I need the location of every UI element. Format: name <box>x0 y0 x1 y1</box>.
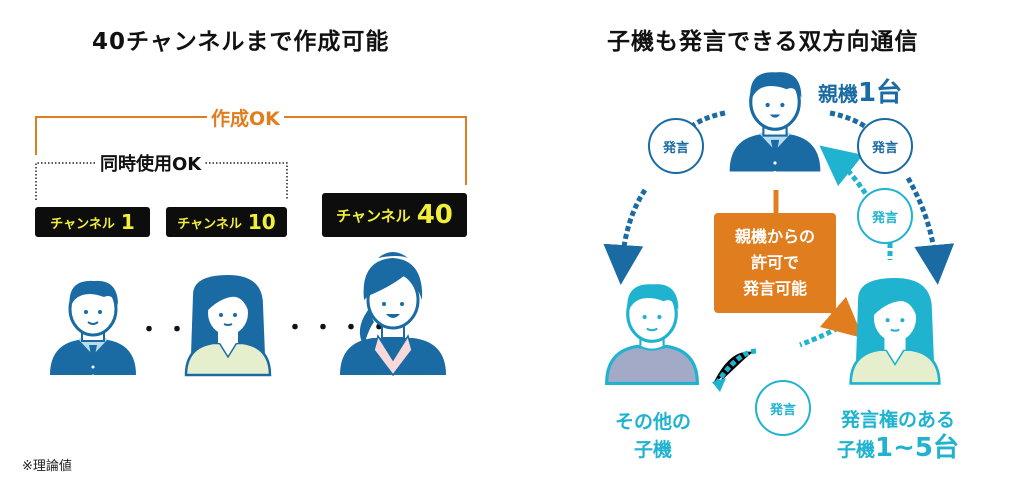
man-avatar <box>50 280 136 378</box>
channel-badge-number: 10 <box>247 210 276 234</box>
simultaneous-ok-label: 同時使用OK <box>96 150 206 176</box>
channel-badge-number: 40 <box>416 200 453 230</box>
permission-box: 親機からの 許可で 発言可能 <box>714 213 836 313</box>
right-title: 子機も発言できる双方向通信 <box>607 29 919 55</box>
arrow-speaking-child-to-parent <box>819 145 873 202</box>
left-title: 40チャンネルまで作成可能 <box>92 29 390 55</box>
other-children-line: その他の <box>614 411 691 433</box>
speak-bubble: 発言 <box>648 118 704 174</box>
channel-badge-10: チャンネル 10 <box>166 207 287 237</box>
speaking-children-line1: 発言権のある <box>840 409 955 431</box>
woman-ponytail-avatar <box>340 252 446 377</box>
permission-line: 発言可能 <box>742 279 807 298</box>
channel-badge-40: チャンネル 40 <box>322 193 467 237</box>
other-child-avatar <box>605 284 699 386</box>
permission-line: 許可で <box>750 253 799 272</box>
arrow-speaking-child-to-other-child <box>799 325 840 348</box>
channel-badge-label: チャンネル <box>336 206 411 225</box>
speak-bubble: 発言 <box>857 118 913 174</box>
channel-badge-label: チャンネル <box>177 216 242 232</box>
other-children-label: その他の 子機 <box>603 408 703 464</box>
parent-count: 1台 <box>858 78 903 108</box>
woman-long-hair-avatar <box>184 275 272 377</box>
other-children-line: 子機 <box>633 439 672 461</box>
channel-badge-label: チャンネル <box>50 216 115 232</box>
speak-bubble: 発言 <box>755 380 811 436</box>
speaking-children-prefix: 子機 <box>837 439 876 461</box>
permission-line: 親機からの <box>734 227 815 246</box>
speaking-children-line2: 子機1~5台 <box>818 434 978 464</box>
theoretical-value-note: ※理論値 <box>22 459 72 474</box>
speaking-children-label: 発言権のある 子機1~5台 <box>818 406 978 464</box>
parent-device-label: 親機1台 <box>818 72 902 109</box>
parent-label-text: 親機 <box>818 82 858 106</box>
speak-bubble: 発言 <box>857 188 913 244</box>
speaking-child-avatar <box>849 278 941 385</box>
speaking-children-count: 1~5台 <box>875 433 959 463</box>
channel-badge-1: チャンネル 1 <box>35 207 150 237</box>
create-ok-label: 作成OK <box>207 104 284 131</box>
channel-badge-number: 1 <box>120 210 135 234</box>
parent-device-avatar <box>729 72 821 175</box>
